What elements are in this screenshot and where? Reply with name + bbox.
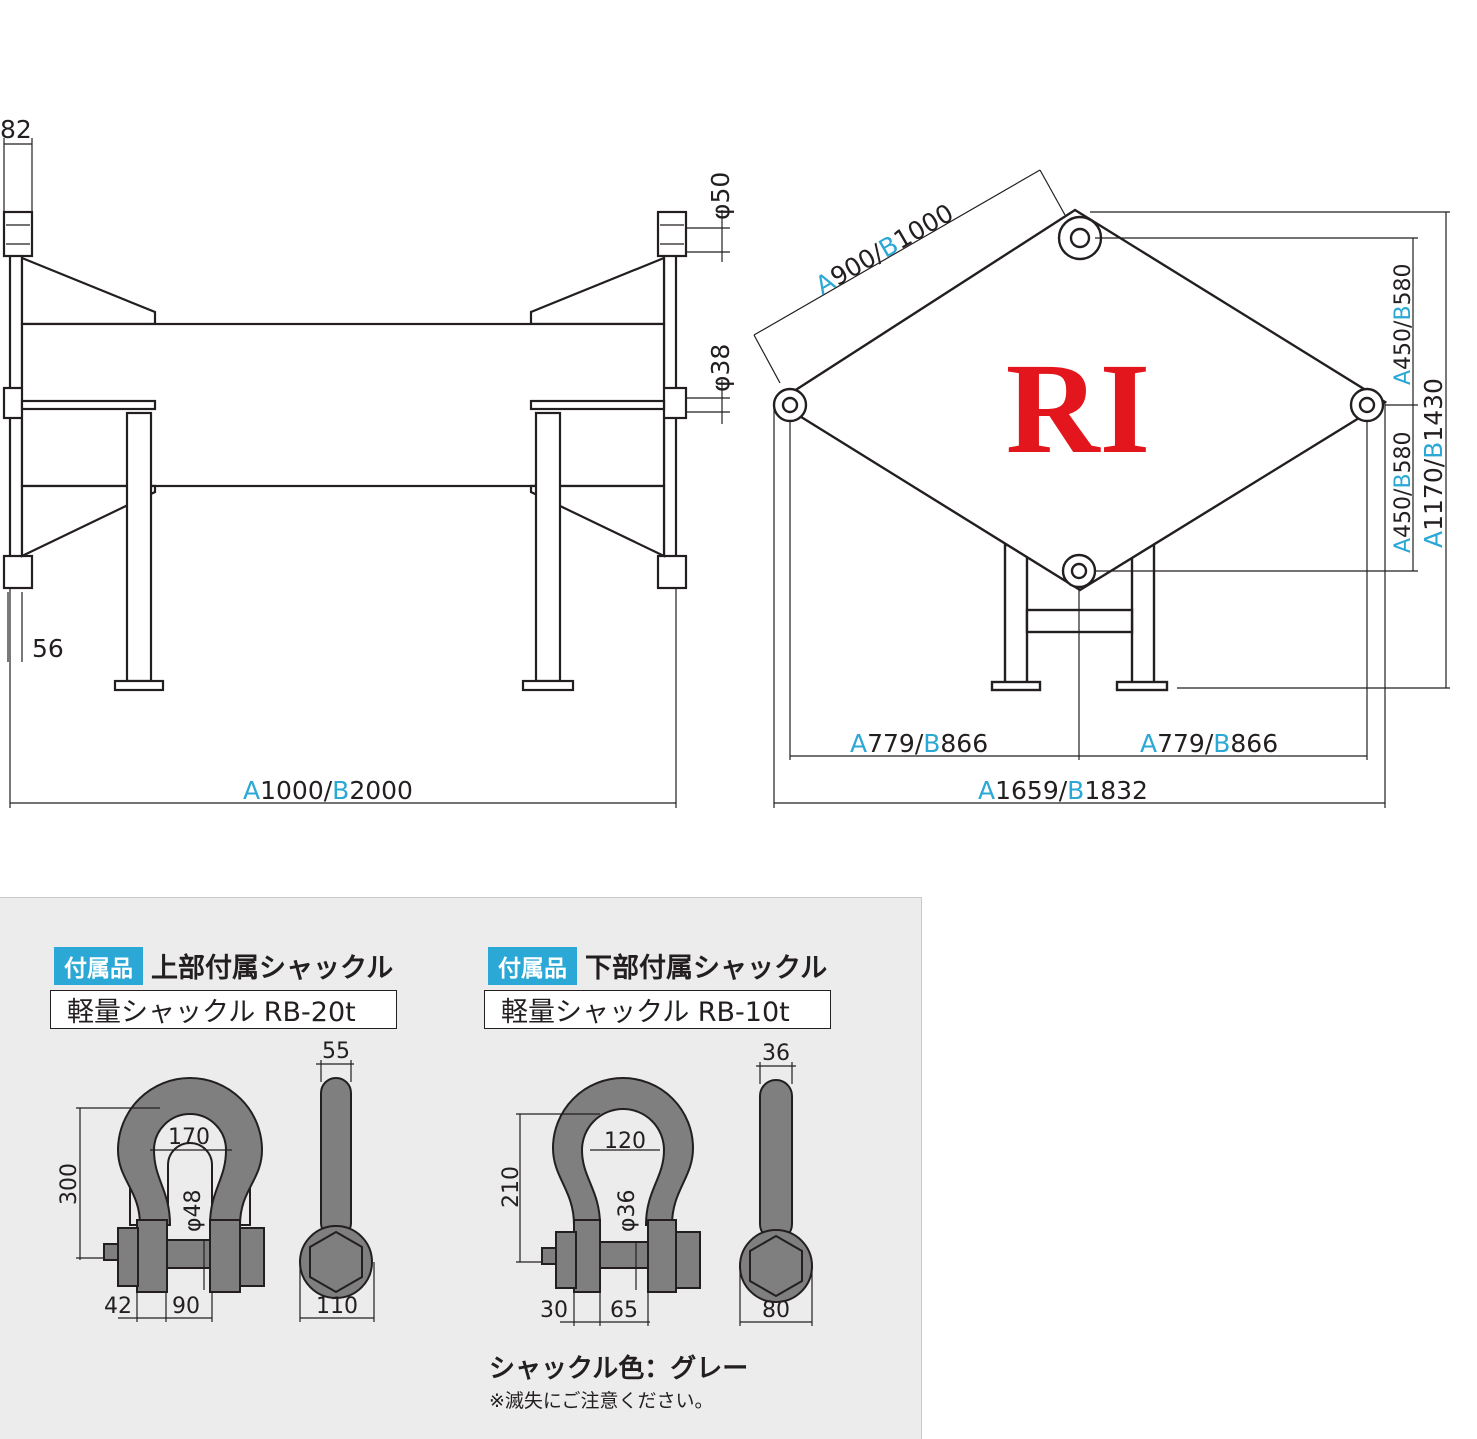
shackle-upper-side <box>299 1077 373 1299</box>
side-dimension-lines <box>3 138 730 808</box>
height-a-prefix: A <box>1419 531 1448 548</box>
upper-accessory-title: 上部付属シャックル <box>151 953 394 984</box>
total-b-value: 1832 <box>1084 776 1148 805</box>
upper-accessory-model: 軽量シャックル RB-20t <box>50 990 397 1029</box>
shackle-lower-eye: 80 <box>762 1298 790 1323</box>
shackle-color-line: シャックル色：グレー <box>489 1354 749 1384</box>
lower-accessory-tag: 付属品 <box>488 946 577 985</box>
side-elevation <box>2 210 688 692</box>
shackle-lower-bolt: 30 <box>540 1298 568 1323</box>
dim-lower-vertical: A450/B580 <box>1391 431 1416 553</box>
dim-total-width: A1659/B1832 <box>978 776 1148 805</box>
dim-diagonal: A900/B1000 <box>811 198 959 300</box>
total-b-prefix: B <box>1067 776 1084 805</box>
left-foot <box>113 679 165 692</box>
width-a-prefix: A <box>243 776 260 805</box>
right-top-gusset <box>529 256 666 326</box>
upper-v-a-prefix: A <box>1391 370 1416 385</box>
dim-82: 82 <box>0 115 32 144</box>
shackle-lower-side <box>739 1079 813 1303</box>
half-left-b-value: 866 <box>940 729 988 758</box>
shackle-upper-width: 55 <box>322 1039 350 1064</box>
shackle-lower-width: 36 <box>762 1041 790 1066</box>
half-right-b-value: 866 <box>1230 729 1278 758</box>
right-top-lug <box>656 210 688 258</box>
half-left-b-prefix: B <box>923 729 940 758</box>
dim-56: 56 <box>32 634 64 663</box>
upper-v-b-value: 580 <box>1391 263 1416 305</box>
loss-caution-note: ※滅失にご注意ください。 <box>489 1390 714 1412</box>
dim-phi38: φ38 <box>706 344 735 392</box>
shackle-lower-height: 210 <box>499 1166 524 1208</box>
shackle-upper-eye: 110 <box>316 1294 358 1319</box>
height-b-value: 1430 <box>1419 378 1448 442</box>
lower-v-b-prefix: B <box>1391 473 1416 488</box>
shackle-upper-height: 300 <box>57 1163 82 1205</box>
shackle-lower-front <box>541 1077 701 1293</box>
shackle-lower-inner: 120 <box>604 1129 646 1154</box>
upper-accessory-header: 付属品 上部付属シャックル <box>54 946 393 985</box>
shackle-upper-span: 90 <box>172 1294 200 1319</box>
ri-logo: RI <box>1006 337 1150 481</box>
dim-width: A1000/B2000 <box>243 776 413 805</box>
left-top-lug <box>2 210 34 258</box>
shackle-upper-pin: φ48 <box>181 1189 206 1232</box>
end-dimension-lines <box>753 169 1450 808</box>
half-left-a-value: 779/ <box>867 729 924 758</box>
left-top-gusset <box>20 256 157 326</box>
lower-v-b-value: 580 <box>1391 431 1416 473</box>
shackle-upper-dims <box>76 1060 375 1322</box>
half-right-b-prefix: B <box>1213 729 1230 758</box>
dim-half-left: A779/B866 <box>850 729 988 758</box>
dim-phi50: φ50 <box>706 172 735 220</box>
width-a-value: 1000/ <box>260 776 333 805</box>
width-b-prefix: B <box>332 776 349 805</box>
diamond-plate <box>774 208 1388 592</box>
upper-accessory-tag: 付属品 <box>54 946 143 985</box>
right-bottom-lug <box>656 554 688 590</box>
half-right-a-value: 779/ <box>1157 729 1214 758</box>
lower-v-a-value: 450/ <box>1391 488 1416 538</box>
shackle-upper-bolt: 42 <box>104 1294 132 1319</box>
total-a-prefix: A <box>978 776 995 805</box>
left-leg <box>125 411 153 683</box>
shackle-upper-front <box>103 1077 265 1293</box>
half-right-a-prefix: A <box>1140 729 1157 758</box>
right-foot <box>521 679 575 692</box>
left-bottom-gusset <box>20 484 157 558</box>
half-left-a-prefix: A <box>850 729 867 758</box>
dim-half-right: A779/B866 <box>1140 729 1278 758</box>
height-b-prefix: B <box>1419 442 1448 459</box>
right-mid-plate <box>529 399 666 411</box>
left-bottom-lug <box>2 554 34 590</box>
lower-accessory-title: 下部付属シャックル <box>585 953 828 984</box>
diag-b-value: 1000 <box>889 198 959 255</box>
total-a-value: 1659/ <box>995 776 1068 805</box>
lower-accessory-model: 軽量シャックル RB-10t <box>484 990 831 1029</box>
shackle-upper-inner: 170 <box>168 1125 210 1150</box>
dim-upper-vertical: A450/B580 <box>1391 263 1416 385</box>
shackle-lower-dims <box>516 1062 813 1326</box>
dim-height: A1170/B1430 <box>1419 378 1448 548</box>
shackle-lower-span: 65 <box>610 1298 638 1323</box>
shackle-lower-pin: φ36 <box>615 1189 640 1232</box>
upper-v-a-value: 450/ <box>1391 320 1416 370</box>
width-b-value: 2000 <box>349 776 413 805</box>
lower-accessory-header: 付属品 下部付属シャックル <box>488 946 827 985</box>
height-a-value: 1170/ <box>1419 458 1448 531</box>
left-mid-plate <box>20 399 157 411</box>
lower-v-a-prefix: A <box>1391 538 1416 553</box>
right-bottom-gusset <box>529 484 666 558</box>
right-leg <box>534 411 562 683</box>
upper-v-b-prefix: B <box>1391 305 1416 320</box>
end-elevation <box>772 208 1388 692</box>
